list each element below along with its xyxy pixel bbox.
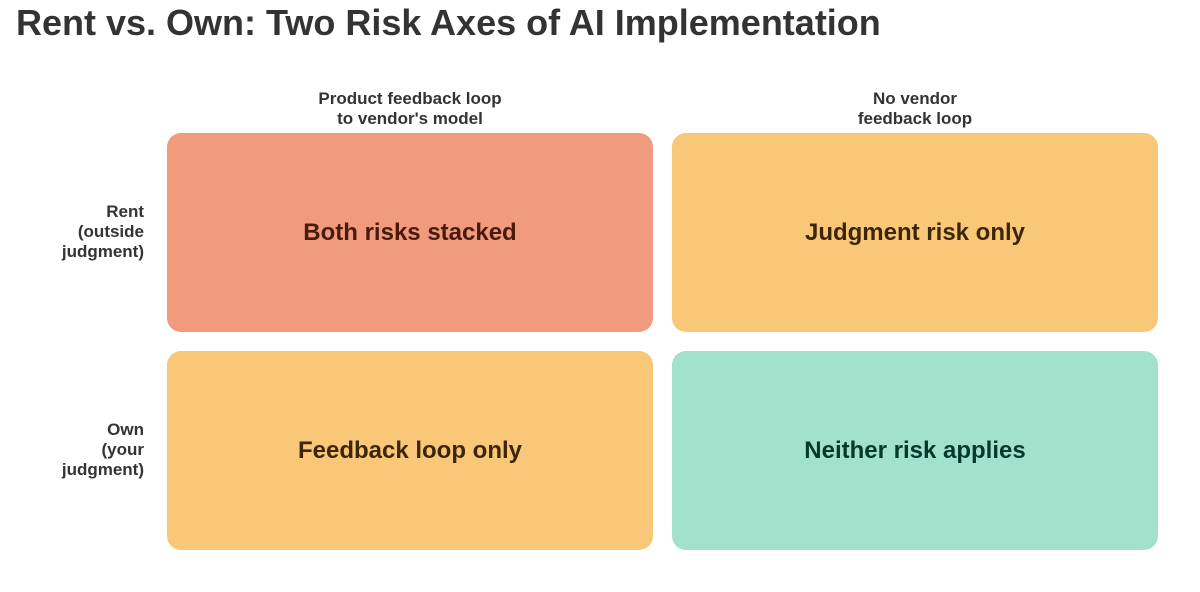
row-header-own: Own (your judgment) <box>20 420 144 480</box>
row-header-rent: Rent (outside judgment) <box>20 202 144 262</box>
column-header-line: Product feedback loop <box>318 89 502 108</box>
column-header-line: to vendor's model <box>337 109 483 128</box>
quadrant-rent-feedback-loop: Both risks stacked <box>167 133 653 332</box>
quadrant-label: Both risks stacked <box>303 218 517 246</box>
quadrant-own-feedback-loop: Feedback loop only <box>167 351 653 550</box>
page-title: Rent vs. Own: Two Risk Axes of AI Implem… <box>16 2 881 43</box>
quadrant-rent-no-feedback-loop: Judgment risk only <box>672 133 1158 332</box>
row-header-line: (your <box>101 440 145 459</box>
row-header-line: Own <box>107 420 144 439</box>
row-header-line: Rent <box>106 202 144 221</box>
row-header-line: judgment) <box>61 460 144 479</box>
quadrant-own-no-feedback-loop: Neither risk applies <box>672 351 1158 550</box>
row-header-line: (outside <box>77 222 144 241</box>
column-header-line: No vendor <box>872 89 958 108</box>
column-header-no-vendor-feedback-loop: No vendor feedback loop <box>672 89 1158 129</box>
column-header-line: feedback loop <box>857 109 973 128</box>
row-header-line: judgment) <box>61 242 144 261</box>
quadrant-label: Judgment risk only <box>804 218 1026 246</box>
quadrant-label: Feedback loop only <box>297 436 523 464</box>
quadrant-label: Neither risk applies <box>804 436 1026 464</box>
column-header-vendor-feedback-loop: Product feedback loop to vendor's model <box>167 89 653 129</box>
